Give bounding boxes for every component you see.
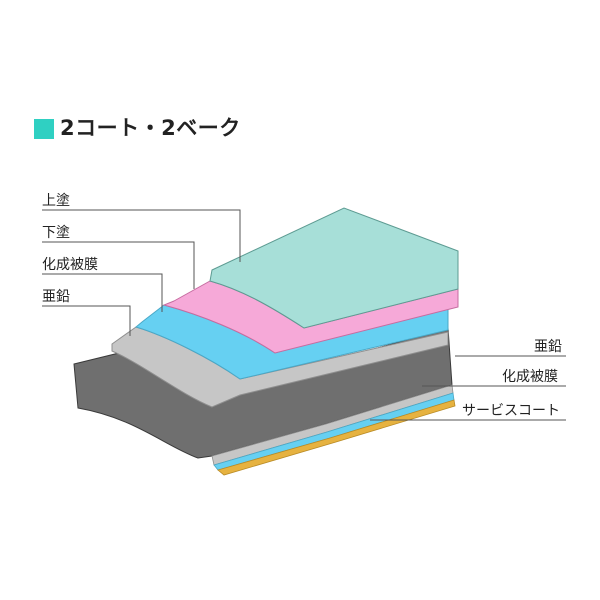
label-left-top-coat: 上塗: [42, 193, 70, 209]
leader-top-coat: [42, 209, 241, 262]
service-coat-layer: [217, 399, 456, 476]
title-color-square: [34, 118, 54, 139]
top-coat-layer: [209, 207, 459, 329]
label-right-service-coat: サービスコート: [462, 403, 560, 419]
diagram-title: 2コート・2ベーク: [60, 116, 241, 140]
label-left-chemical-film: 化成被膜: [42, 257, 98, 273]
label-left-zinc: 亜鉛: [42, 289, 70, 305]
leader-chemical-film: [42, 273, 163, 312]
leader-zinc: [42, 305, 131, 336]
label-right-zinc: 亜鉛: [534, 339, 562, 355]
label-right-chemical-film: 化成被膜: [502, 369, 558, 385]
leader-primer: [42, 241, 195, 289]
label-left-primer: 下塗: [42, 225, 70, 241]
diagram-title-group: 2コート・2ベーク: [34, 118, 241, 139]
